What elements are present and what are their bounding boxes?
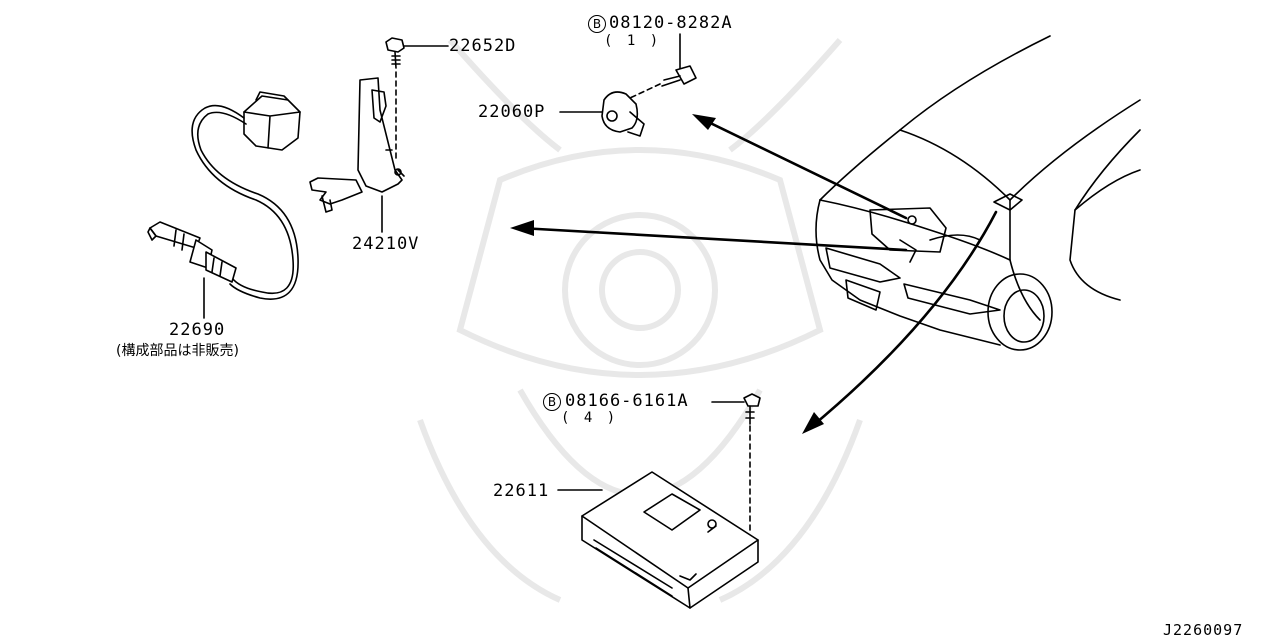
- bolt-marker-icon: B: [543, 393, 561, 411]
- part-label-08120-8282a: 08120-8282A: [609, 13, 733, 33]
- bolt-22652d: [385, 37, 449, 161]
- part-label-08166-6161a: 08166-6161A: [565, 391, 689, 411]
- bracket-24210v: [309, 77, 405, 233]
- bolt-marker-icon: B: [588, 15, 606, 33]
- car-illustration: [815, 35, 1141, 351]
- pointer-arrows: [518, 116, 998, 430]
- part-label-22690: 22690: [169, 320, 226, 340]
- part-qty-08120-8282a: ( 1 ): [604, 33, 662, 49]
- part-qty-08166-6161a: ( 4 ): [561, 410, 619, 426]
- part-label-22060p: 22060P: [478, 102, 546, 122]
- part-label-22611: 22611: [493, 481, 550, 501]
- knock-sensor-assembly: [559, 33, 697, 137]
- arrow-heads: [510, 114, 824, 434]
- diagram-code: J2260097: [1163, 621, 1244, 639]
- part-label-24210v: 24210V: [352, 234, 420, 254]
- ecm-assembly: [557, 393, 761, 609]
- part-note-22690: (構成部品は非販売): [116, 343, 239, 359]
- oxygen-sensor-22690: [147, 91, 301, 319]
- part-label-22652d: 22652D: [449, 36, 517, 56]
